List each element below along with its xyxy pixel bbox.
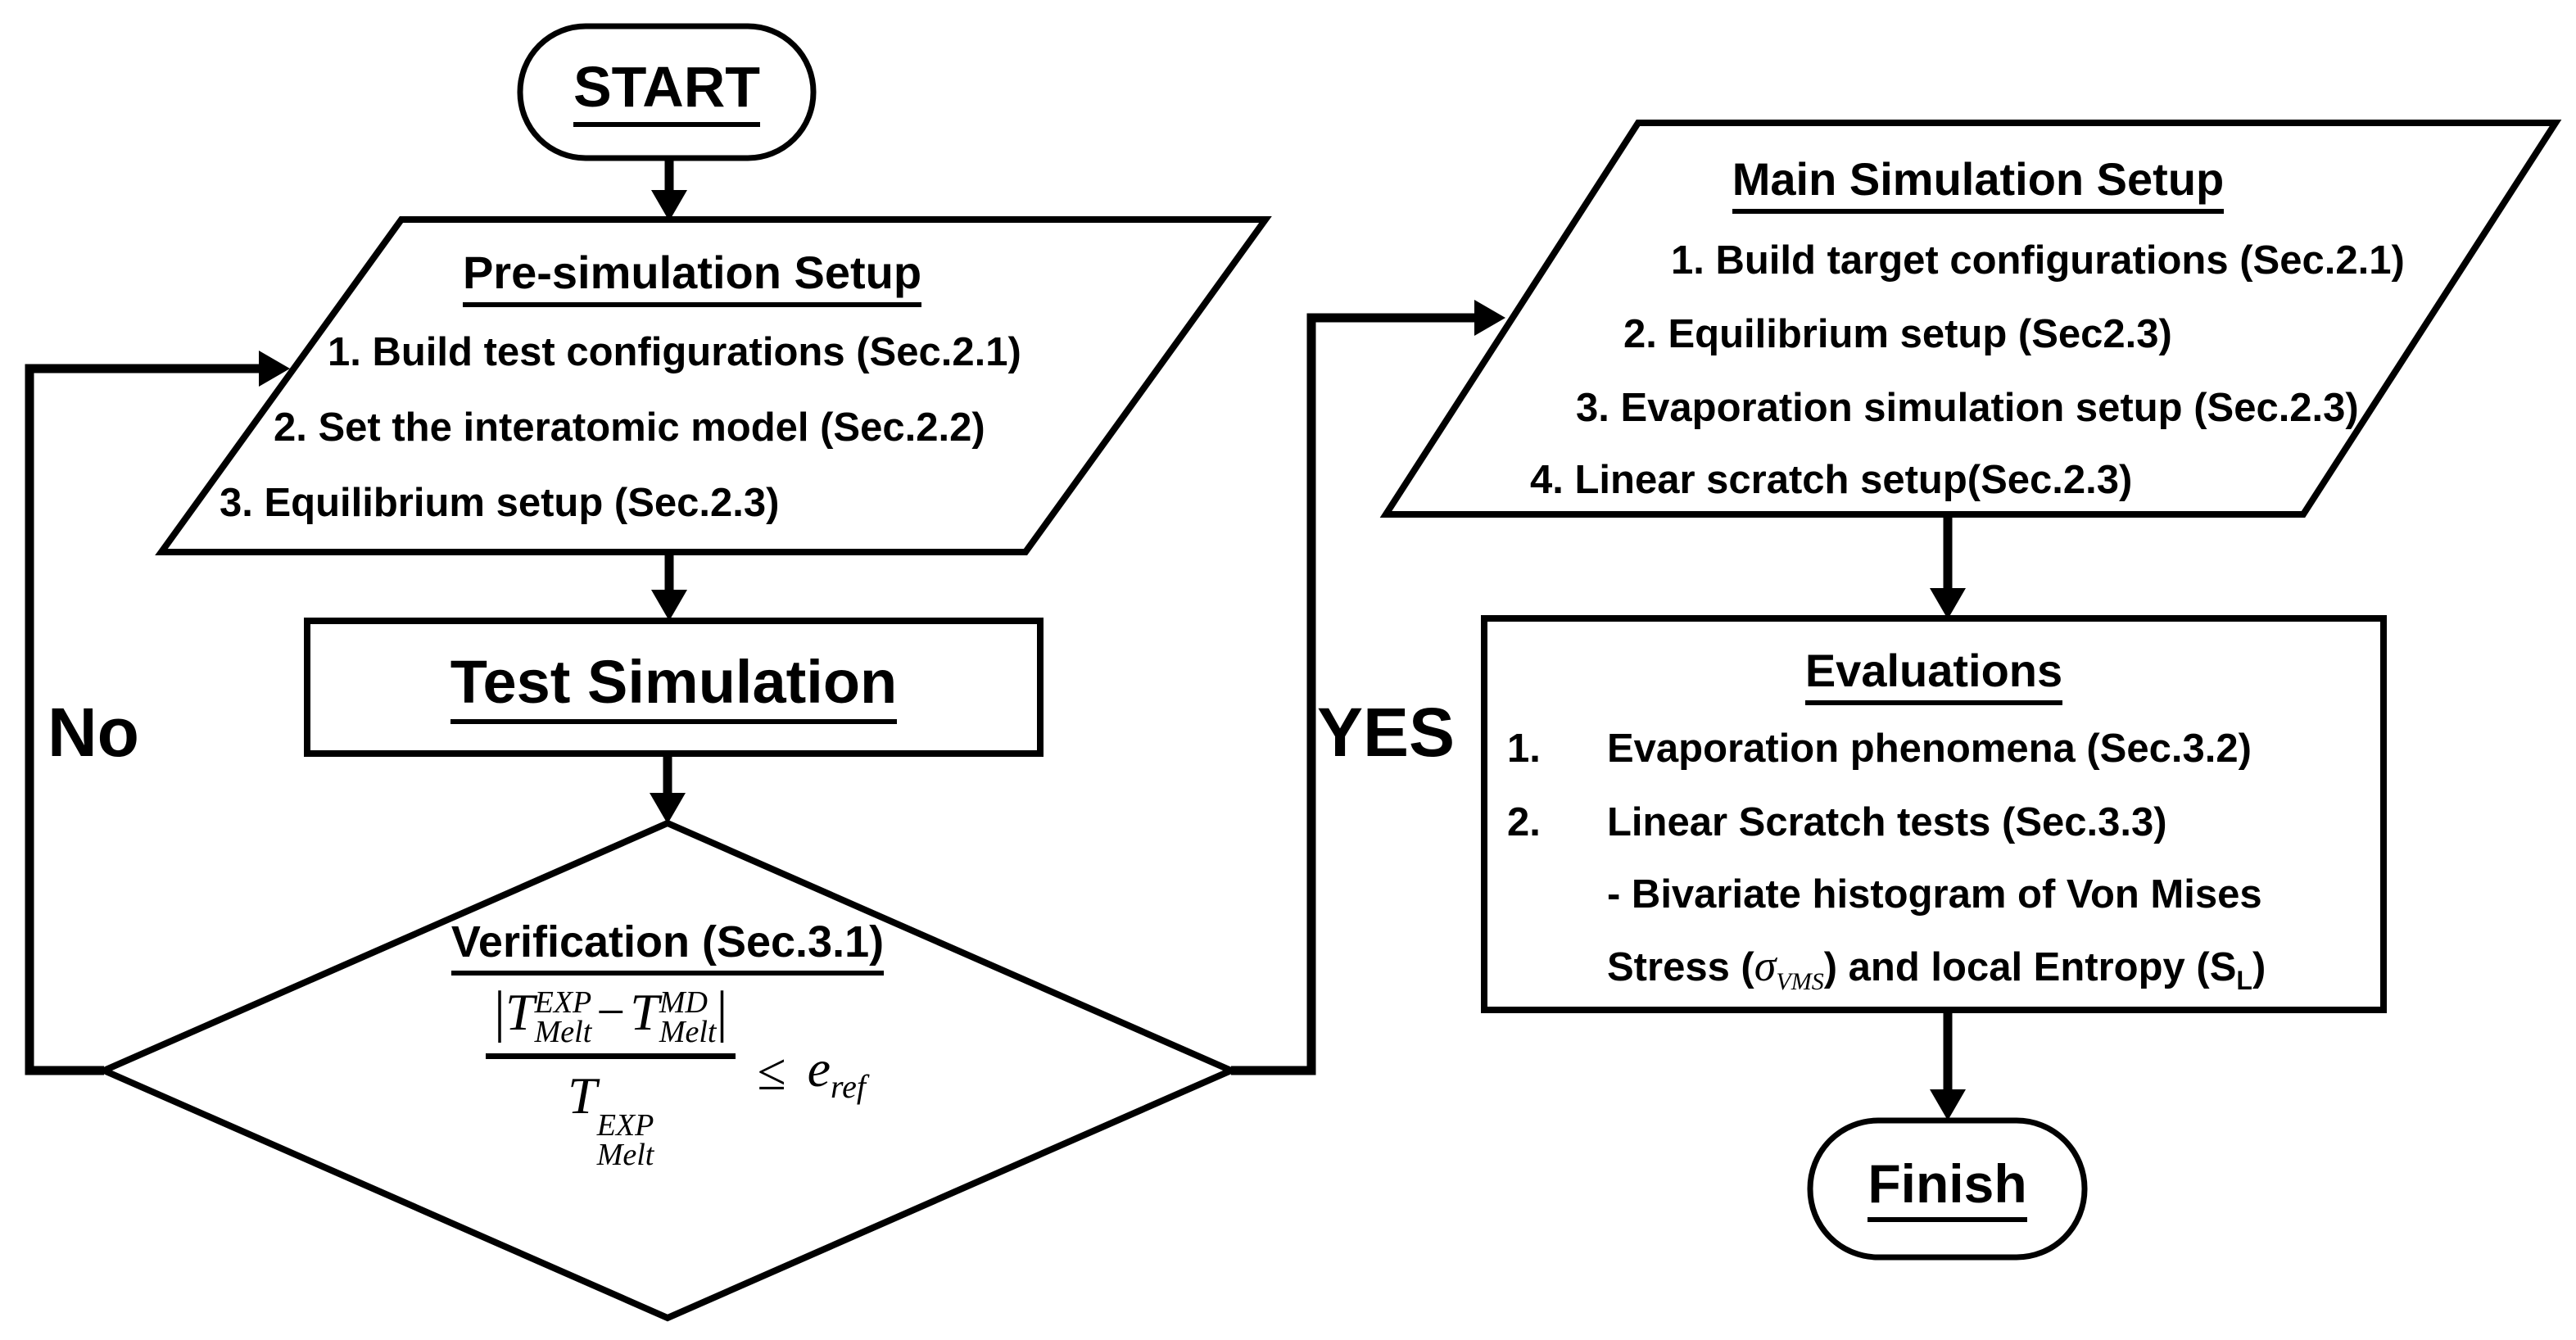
t-exp-melt: T xyxy=(505,983,535,1041)
arrowhead-no-loop xyxy=(259,351,290,387)
t2-sub: Melt xyxy=(659,1015,717,1049)
test-label: Test Simulation xyxy=(450,650,898,724)
e-ref-subscript: ref xyxy=(831,1067,866,1105)
eval-item-2-marker: 2. xyxy=(1507,800,1541,844)
leq-symbol: ≤ xyxy=(757,1043,786,1102)
finish-node-shape xyxy=(1807,1117,2088,1261)
presim-item-2: 2. Set the interatomic model (Sec.2.2) xyxy=(274,405,985,450)
main-title: Main Simulation Setup xyxy=(1732,155,2225,214)
main-item-2: 2. Equilibrium setup (Sec2.3) xyxy=(1623,312,2172,356)
arrowhead-test-to-verify xyxy=(650,793,686,824)
verify-title-box: Verification (Sec.3.1) xyxy=(381,919,954,976)
sigma-vms-subscript: VMS xyxy=(1776,967,1824,995)
finish-node-label-box: Finish xyxy=(1810,1120,2085,1257)
eval-item-1-text: Evaporation phenomena (Sec.3.2) xyxy=(1607,727,2252,771)
start-label: START xyxy=(573,57,761,128)
den-sub: Melt xyxy=(596,1137,654,1172)
entropy-l-subscript: L xyxy=(2236,965,2252,995)
main-title-box: Main Simulation Setup xyxy=(1708,155,2248,214)
t1-sup: EXP xyxy=(534,985,592,1020)
presim-title-box: Pre-simulation Setup xyxy=(410,248,975,307)
main-item-3: 3. Evaporation simulation setup (Sec.2.3… xyxy=(1576,386,2359,430)
presim-node-shape xyxy=(155,216,1272,555)
eval-item-1-marker: 1. xyxy=(1507,727,1541,771)
t2-sup: MD xyxy=(659,985,708,1020)
sigma-symbol: σ xyxy=(1754,941,1777,990)
arrowhead-eval-to-finish xyxy=(1930,1089,1966,1120)
test-node-shape xyxy=(304,618,1044,757)
main-node-shape xyxy=(1379,120,2562,518)
presim-title: Pre-simulation Setup xyxy=(462,248,922,307)
eval-title-box: Evaluations xyxy=(1664,646,2204,705)
arrowhead-start-to-presim xyxy=(651,190,687,221)
edge-label-no: No xyxy=(48,694,139,771)
t1-sub: Melt xyxy=(534,1015,592,1049)
verify-diamond-shape xyxy=(96,819,1239,1322)
stress-line-post: ) xyxy=(2252,945,2266,989)
t-exp-melt-den: T xyxy=(568,1066,597,1125)
edge-label-yes: YES xyxy=(1317,694,1456,771)
start-node-label-box: START xyxy=(520,26,813,158)
edge-yes xyxy=(1231,313,1478,1075)
abs-bar-open: | xyxy=(494,980,506,1043)
finish-label: Finish xyxy=(1867,1155,2027,1223)
presim-item-3: 3. Equilibrium setup (Sec.2.3) xyxy=(220,481,780,525)
stress-line-mid: ) and local Entropy (S xyxy=(1823,945,2237,989)
main-item-1: 1. Build target configurations (Sec.2.1) xyxy=(1671,238,2405,283)
eval-node-shape xyxy=(1481,615,2387,1013)
eval-item-1: 1. Evaporation phenomena (Sec.3.2) xyxy=(1507,727,2252,772)
t-md-melt: T xyxy=(630,983,659,1041)
stress-line-pre: Stress ( xyxy=(1607,945,1754,989)
den-sup: EXP xyxy=(596,1107,654,1143)
verify-title: Verification (Sec.3.1) xyxy=(450,919,885,976)
test-node-label-box: Test Simulation xyxy=(307,621,1040,754)
e-ref-term: eref xyxy=(808,1039,866,1106)
e-symbol: e xyxy=(807,1039,831,1098)
eval-item-2-text: Linear Scratch tests (Sec.3.3) xyxy=(1607,800,2167,844)
edge-no-loop xyxy=(25,364,262,1075)
abs-bar-close: | xyxy=(716,980,728,1043)
eval-item-2: 2. Linear Scratch tests (Sec.3.3) xyxy=(1507,800,2167,845)
eval-stress-line: Stress (σVMS) and local Entropy (SL) xyxy=(1607,941,2266,995)
eval-title: Evaluations xyxy=(1804,646,2063,705)
minus-operator: − xyxy=(596,984,626,1040)
eval-detail-line: - Bivariate histogram of Von Mises xyxy=(1607,872,2262,917)
arrowhead-yes xyxy=(1474,300,1505,336)
arrowhead-main-to-eval xyxy=(1930,588,1966,619)
presim-item-1: 1. Build test configurations (Sec.2.1) xyxy=(328,330,1021,374)
arrowhead-presim-to-test xyxy=(651,590,687,621)
main-item-4: 4. Linear scratch setup(Sec.2.3) xyxy=(1530,458,2133,502)
